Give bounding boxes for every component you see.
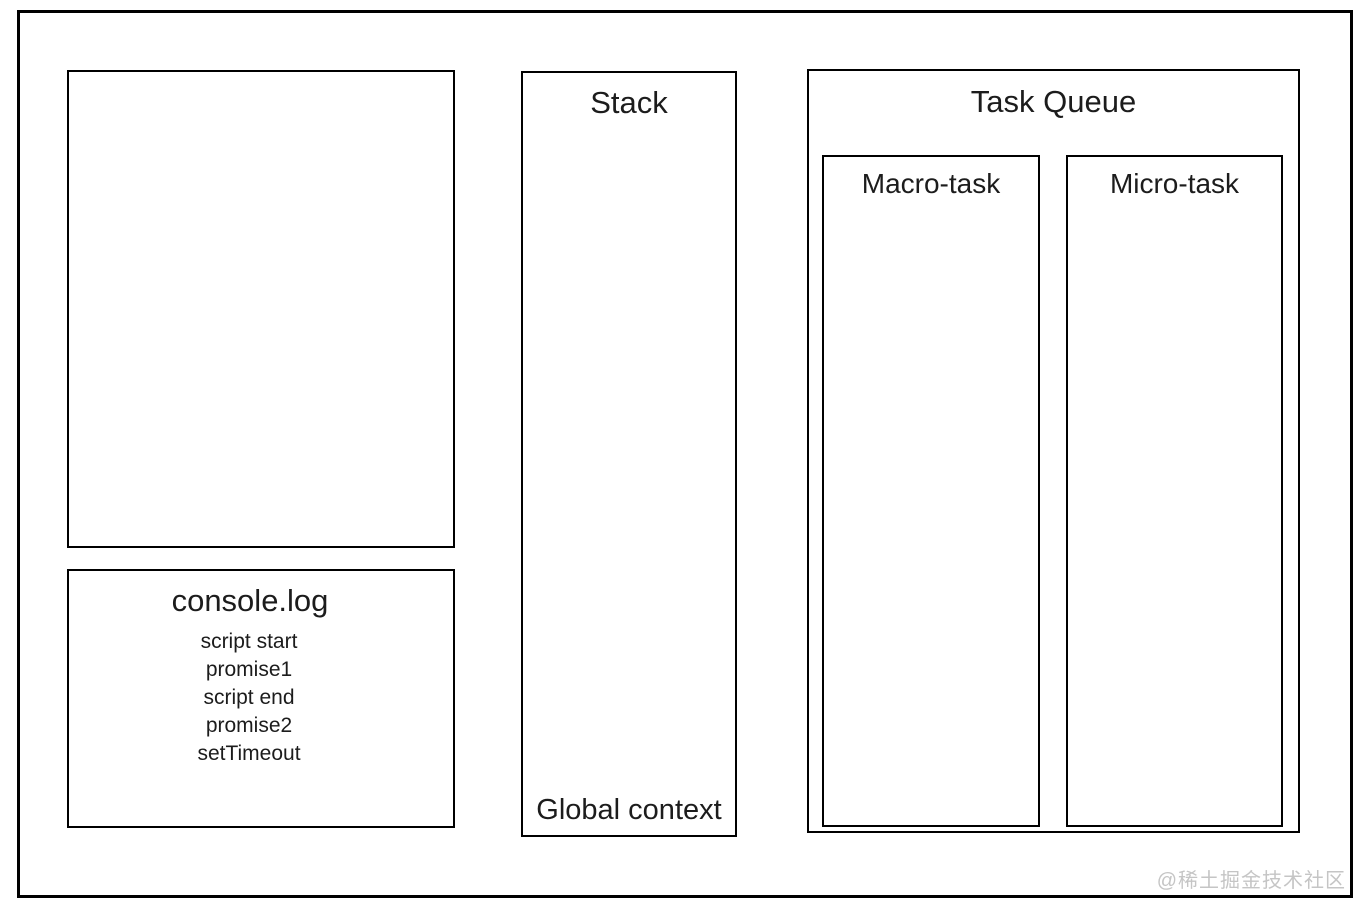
console-log-entry: promise1	[205, 658, 293, 681]
console-log-entry: script end	[203, 686, 295, 709]
macro-task-box: Macro-task	[822, 155, 1040, 827]
console-log-title: console.log	[171, 583, 329, 618]
task-queue-box: Task Queue Macro-task Micro-task	[807, 69, 1300, 833]
stack-title: Stack	[590, 85, 668, 120]
task-queue-title: Task Queue	[970, 84, 1137, 119]
global-context-label: Global context	[536, 794, 722, 826]
watermark: @稀土掘金技术社区	[1156, 870, 1346, 892]
console-log-entries: script start promise1 script end promise…	[57, 628, 441, 768]
outer-frame	[17, 10, 1353, 898]
console-log-entry: setTimeout	[197, 742, 301, 765]
micro-task-label: Micro-task	[1109, 168, 1240, 199]
console-log-entry: promise2	[205, 714, 293, 737]
macro-task-label: Macro-task	[861, 168, 1001, 199]
console-log-box: console.log script start promise1 script…	[67, 569, 455, 828]
micro-task-box: Micro-task	[1066, 155, 1283, 827]
console-log-entry: script start	[200, 630, 298, 653]
source-code-box	[67, 70, 455, 548]
stack-box: Stack Global context	[521, 71, 737, 837]
